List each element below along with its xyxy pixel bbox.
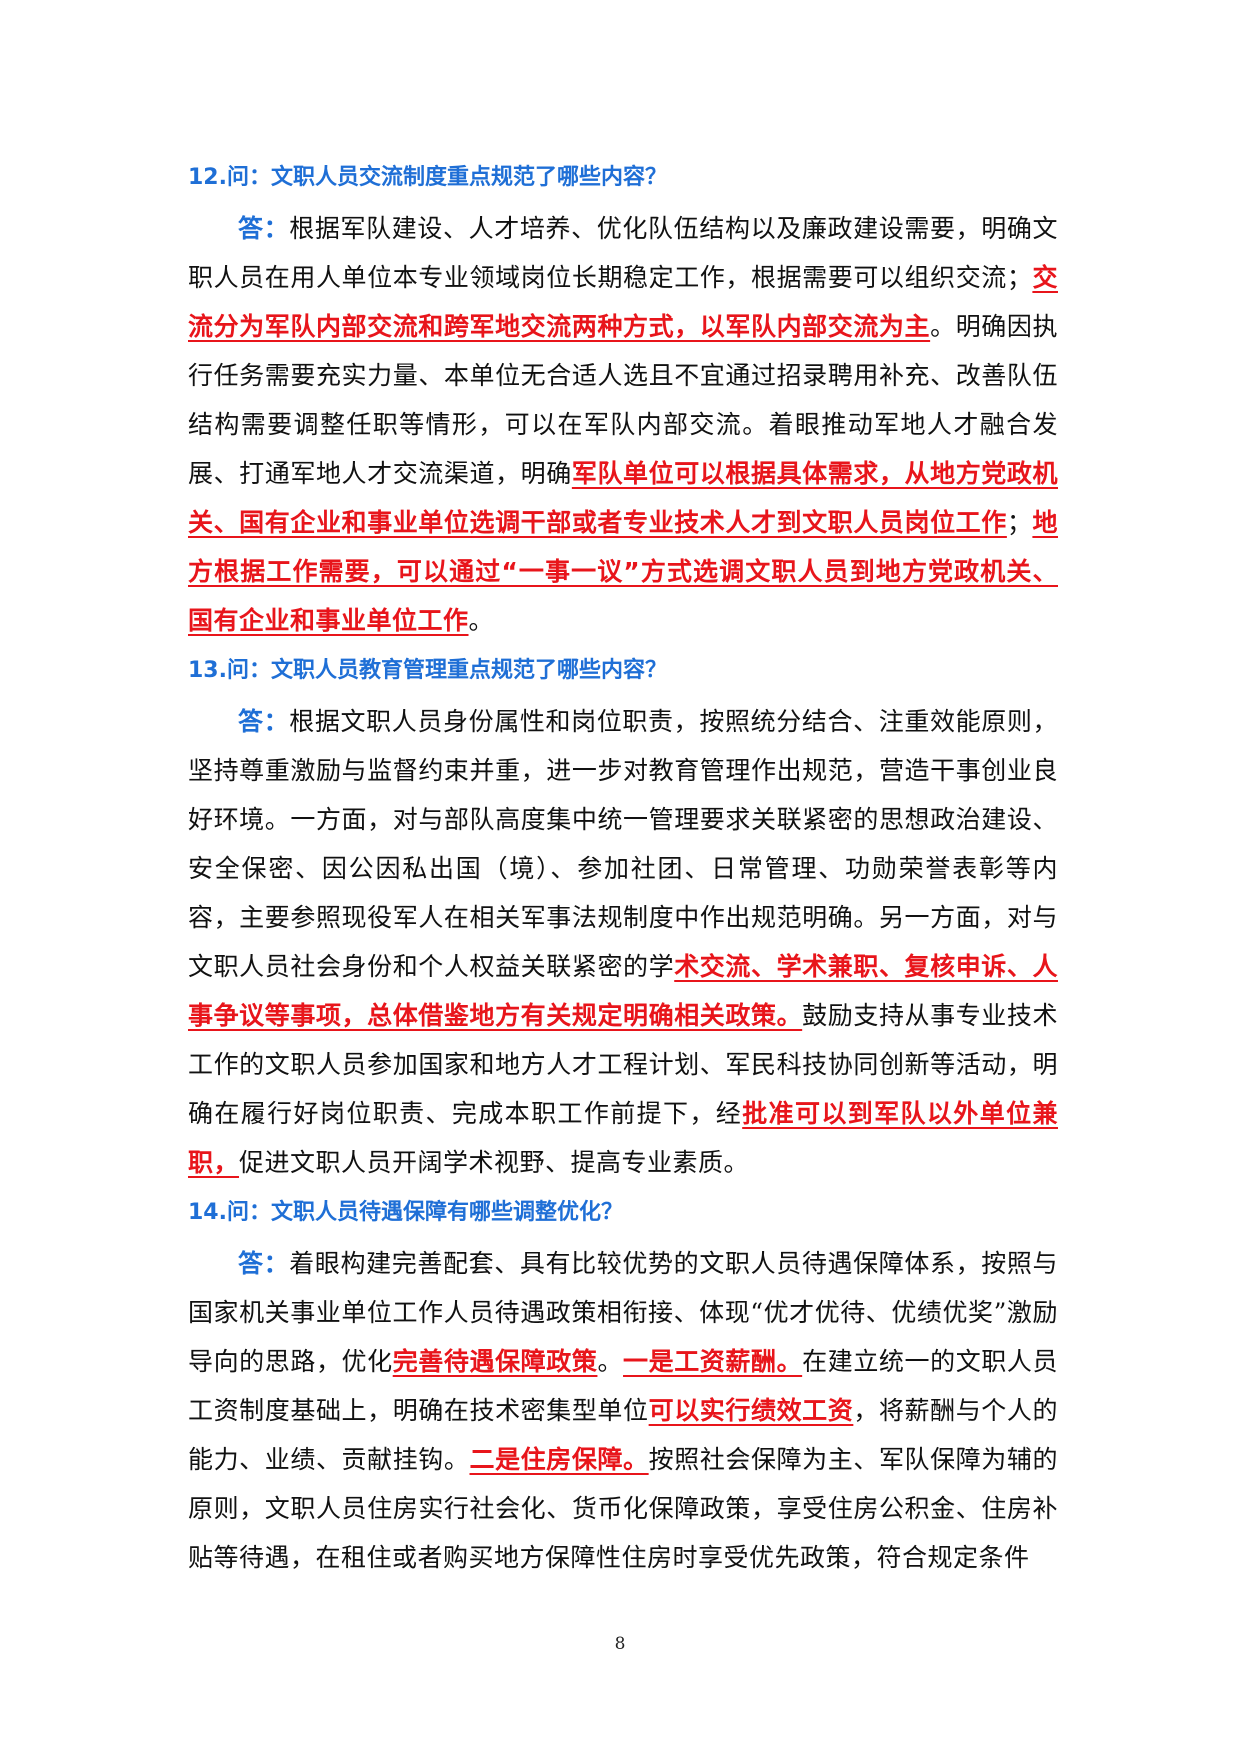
question-12-heading: 12.问：文职人员交流制度重点规范了哪些内容？ [188,165,667,190]
answer-text: 根据文职人员身份属性和岗位职责，按照统分结合、注重效能原则，坚持尊重激励与监督约… [188,707,1058,981]
answer-14-paragraph: 答：着眼构建完善配套、具有比较优势的文职人员待遇保障体系，按照与国家机关事业单位… [188,1239,1058,1582]
highlighted-text: 交流分为军队内部交流和跨军地交流两种方式，以军队内部交流为主 [188,263,1058,341]
answer-text: 根据军队建设、人才培养、优化队伍结构以及廉政建设需要，明确文职人员在用人单位本专… [188,214,1058,292]
highlighted-text: 完善待遇保障政策 [392,1347,598,1376]
highlighted-text: 地方根据工作需要，可以通过“一事一议”方式选调文职人员到地方党政机关、国有企业和… [188,508,1058,635]
answer-text: ，将薪酬与个人的能力、业绩、贡献挂钩。 [188,1396,1058,1474]
highlighted-text: 术交流、学术兼职、复核申诉、人事争议等事项，总体借鉴地方有关规定明确相关政策。 [188,952,1058,1030]
answer-text: 着眼构建完善配套、具有比较优势的文职人员待遇保障体系，按照与国家机关事业单位工作… [188,1249,1058,1376]
answer-text: 按照社会保障为主、军队保障为辅的原则，文职人员住房实行社会化、货币化保障政策，享… [188,1445,1058,1572]
answer-13-paragraph: 答：根据文职人员身份属性和岗位职责，按照统分结合、注重效能原则，坚持尊重激励与监… [188,697,1058,1187]
answer-text: 。 [597,1347,624,1376]
highlighted-text: 可以实行绩效工资 [648,1396,854,1425]
answer-12-paragraph: 答：根据军队建设、人才培养、优化队伍结构以及廉政建设需要，明确文职人员在用人单位… [188,204,1058,645]
page-number: 8 [614,1634,626,1654]
answer-text: 鼓励支持从事专业技术工作的文职人员参加国家和地方人才工程计划、军民科技协同创新等… [188,1001,1058,1128]
answer-text: ； [1006,508,1033,537]
highlighted-text: 批准可以到军队以外单位兼职， [188,1099,1058,1177]
highlighted-text: 二是住房保障。 [469,1445,649,1474]
answer-text: 。 [468,606,495,635]
answer-text: 促进文职人员开阔学术视野、提高专业素质。 [239,1148,750,1177]
answer-text: 在建立统一的文职人员工资制度基础上，明确在技术密集型单位 [188,1347,1058,1425]
answer-text: 。明确因执行任务需要充实力量、本单位无合适人选且不宜通过招录聘用补充、改善队伍结… [188,312,1058,488]
answer-label: 答： [238,707,290,736]
highlighted-text: 一是工资薪酬。 [623,1347,803,1376]
question-13-heading: 13.问：文职人员教育管理重点规范了哪些内容？ [188,658,667,683]
question-14-heading: 14.问：文职人员待遇保障有哪些调整优化？ [188,1200,623,1225]
highlighted-text: 军队单位可以根据具体需求，从地方党政机关、国有企业和事业单位选调干部或者专业技术… [188,459,1058,537]
answer-label: 答： [238,1249,290,1278]
answer-label: 答： [238,214,290,243]
page-content: 12.问：文职人员交流制度重点规范了哪些内容？ 答：根据军队建设、人才培养、优化… [188,152,1058,1582]
